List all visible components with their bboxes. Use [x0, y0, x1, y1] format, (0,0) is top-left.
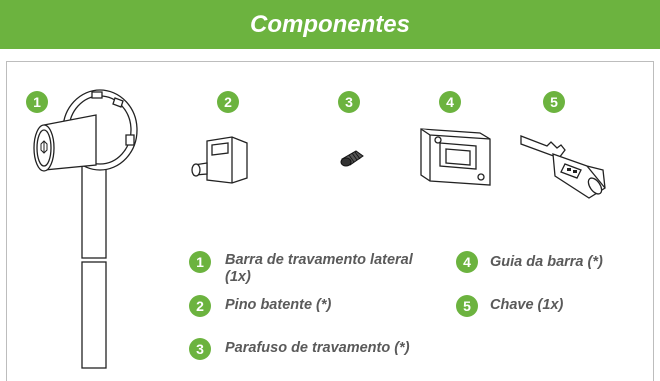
legend-label-1: Barra de travamento lateral (1x): [225, 252, 413, 285]
legend-label-4: Guia da barra (*): [490, 254, 603, 270]
legend-badge-1: 1: [189, 251, 211, 273]
legend-badge-5: 5: [456, 295, 478, 317]
frame-top-line: [6, 61, 654, 62]
legend-label-3: Parafuso de travamento (*): [225, 340, 410, 356]
key-illustration: [520, 135, 606, 199]
stop-pin-illustration: [191, 136, 248, 184]
item-badge-3: 3: [338, 91, 360, 113]
legend-label-5: Chave (1x): [490, 297, 564, 313]
frame-right-line: [653, 61, 654, 381]
legend-badge-3: 3: [189, 338, 211, 360]
legend-label-2: Pino batente (*): [225, 297, 332, 313]
lock-bar-illustration: [33, 89, 138, 369]
section-header: Componentes: [0, 0, 660, 49]
item-badge-2: 2: [217, 91, 239, 113]
item-badge-5: 5: [543, 91, 565, 113]
frame-left-line: [6, 61, 7, 381]
bar-guide-illustration: [420, 128, 491, 186]
locking-screw-illustration: [340, 150, 364, 167]
legend-badge-4: 4: [456, 251, 478, 273]
item-badge-4: 4: [439, 91, 461, 113]
section-title: Componentes: [249, 11, 410, 38]
item-badge-1: 1: [26, 91, 48, 113]
legend-badge-2: 2: [189, 295, 211, 317]
